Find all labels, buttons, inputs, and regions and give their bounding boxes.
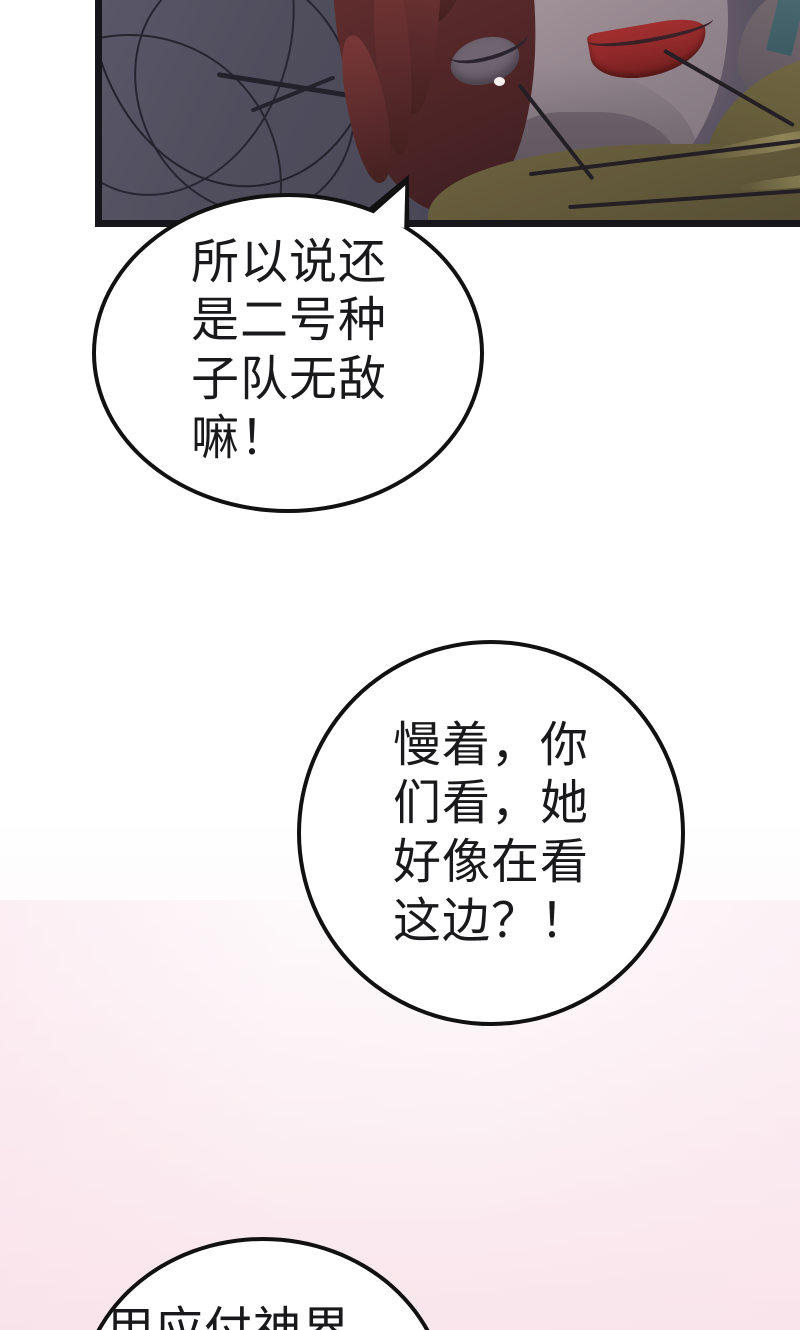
comic-panel: [95, 0, 800, 227]
speech-bubble: 所以说还 是二号种 子队无敌 嘛！: [92, 193, 484, 513]
panel-border-left: [98, 0, 102, 224]
character-eye-glint: [494, 77, 505, 86]
speech-bubble-text: 所以说还 是二号种 子队无敌 嘛！: [191, 233, 388, 466]
panel-border-bottom: [98, 220, 800, 224]
speech-bubble-text: 慢着，你 们看，她 好像在看 这边？！: [393, 716, 590, 949]
speech-bubble-text: 用应付神界: [106, 1302, 352, 1330]
speech-bubble: 慢着，你 们看，她 好像在看 这边？！: [297, 640, 685, 1026]
comic-panel-artwork: [98, 0, 800, 224]
